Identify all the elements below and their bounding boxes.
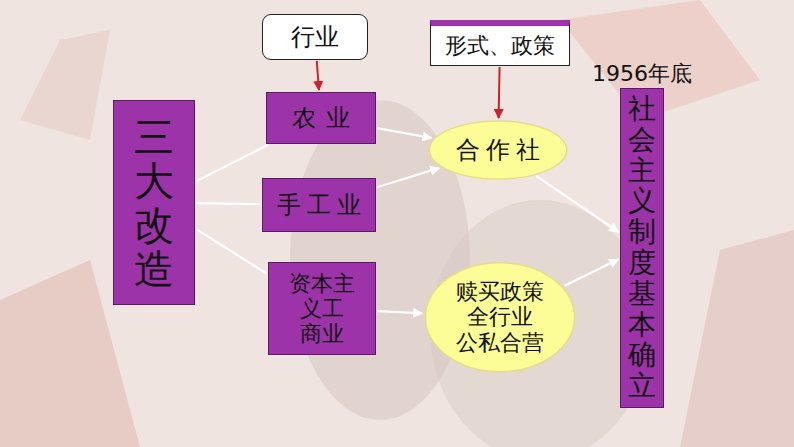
- node-text: 形式、政策: [445, 31, 555, 61]
- figure-shape: [680, 230, 794, 447]
- connector-arrow: [317, 61, 319, 90]
- node-text: 手工业: [277, 189, 367, 221]
- industry-box: 资本主 义工 商业: [268, 262, 376, 355]
- node-text: 赎买政策 全行业 公私合营: [454, 279, 545, 355]
- main-topic-box: 三大改造: [113, 100, 195, 305]
- ellipse-fill: [426, 262, 575, 371]
- node-text: 行业: [291, 21, 339, 53]
- industry-box: 手工业: [262, 178, 376, 232]
- connector-arrow: [377, 168, 439, 187]
- category-header: 形式、政策: [430, 20, 570, 66]
- connector-arrow: [196, 145, 268, 181]
- connector-arrow: [196, 229, 266, 273]
- connector-arrow: [377, 128, 432, 138]
- result-column: 1956年底社会主义制度基本确立: [620, 88, 664, 408]
- policy-ellipse: 合作社: [428, 120, 568, 180]
- node-text: 社会主义制度基本确立: [628, 94, 656, 402]
- node-text: 三大改造: [134, 115, 174, 291]
- ellipse-fill: [429, 121, 566, 179]
- connector-arrow: [377, 311, 422, 313]
- policy-ellipse: 赎买政策 全行业 公私合营: [424, 261, 576, 373]
- connector-arrow: [196, 202, 260, 205]
- node-text: 资本主 义工 商业: [288, 271, 356, 347]
- date-heading: 1956年底: [592, 59, 692, 89]
- industry-box: 农业: [266, 92, 376, 144]
- connector-arrow: [536, 176, 618, 232]
- category-header: 行业: [262, 14, 368, 60]
- flag-shape: [20, 30, 110, 140]
- connector-arrow: [498, 67, 501, 118]
- node-text: 农业: [292, 102, 359, 134]
- connector-arrow: [564, 260, 618, 286]
- node-text: 合作社: [456, 134, 546, 166]
